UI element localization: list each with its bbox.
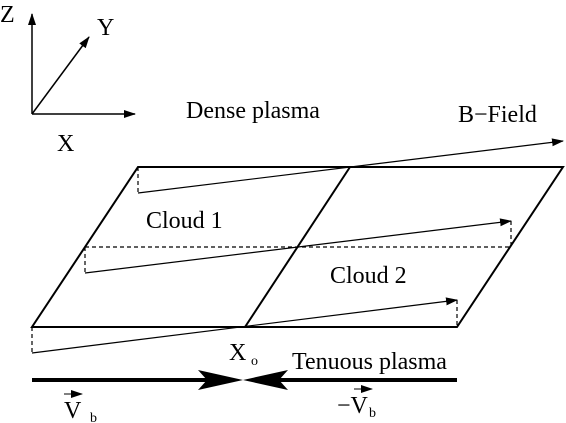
vb-right-vector: −V b	[337, 385, 376, 421]
field-line-middle	[84, 218, 512, 274]
b-field-label: B−Field	[458, 102, 537, 128]
y-axis	[31, 36, 90, 115]
left-velocity-head	[198, 370, 243, 390]
z-axis-label: Z	[0, 2, 15, 28]
y-axis-label: Y	[97, 15, 114, 41]
vb-left-subscript: b	[90, 411, 97, 423]
dense-plasma-label: Dense plasma	[186, 98, 320, 124]
velocity-arrows	[32, 370, 457, 390]
x0-label: X	[229, 340, 246, 366]
slab-outline	[30, 166, 565, 328]
vb-right-subscript: b	[369, 406, 376, 421]
cloud-1-label: Cloud 1	[146, 208, 223, 234]
field-line-sections	[31, 138, 564, 354]
field-line-bottom	[31, 297, 458, 354]
right-velocity-head	[243, 370, 288, 390]
tenuous-plasma-label: Tenuous plasma	[292, 349, 447, 375]
coordinate-axes	[28, 13, 136, 118]
x-axis-label: X	[57, 131, 74, 157]
x0-subscript: o	[251, 354, 258, 369]
vb-left-vector: V b	[64, 390, 97, 423]
vb-right-label: −V	[337, 393, 369, 419]
field-line-top	[137, 138, 564, 194]
cloud-2-label: Cloud 2	[330, 263, 407, 289]
vb-left-label: V	[64, 398, 82, 423]
